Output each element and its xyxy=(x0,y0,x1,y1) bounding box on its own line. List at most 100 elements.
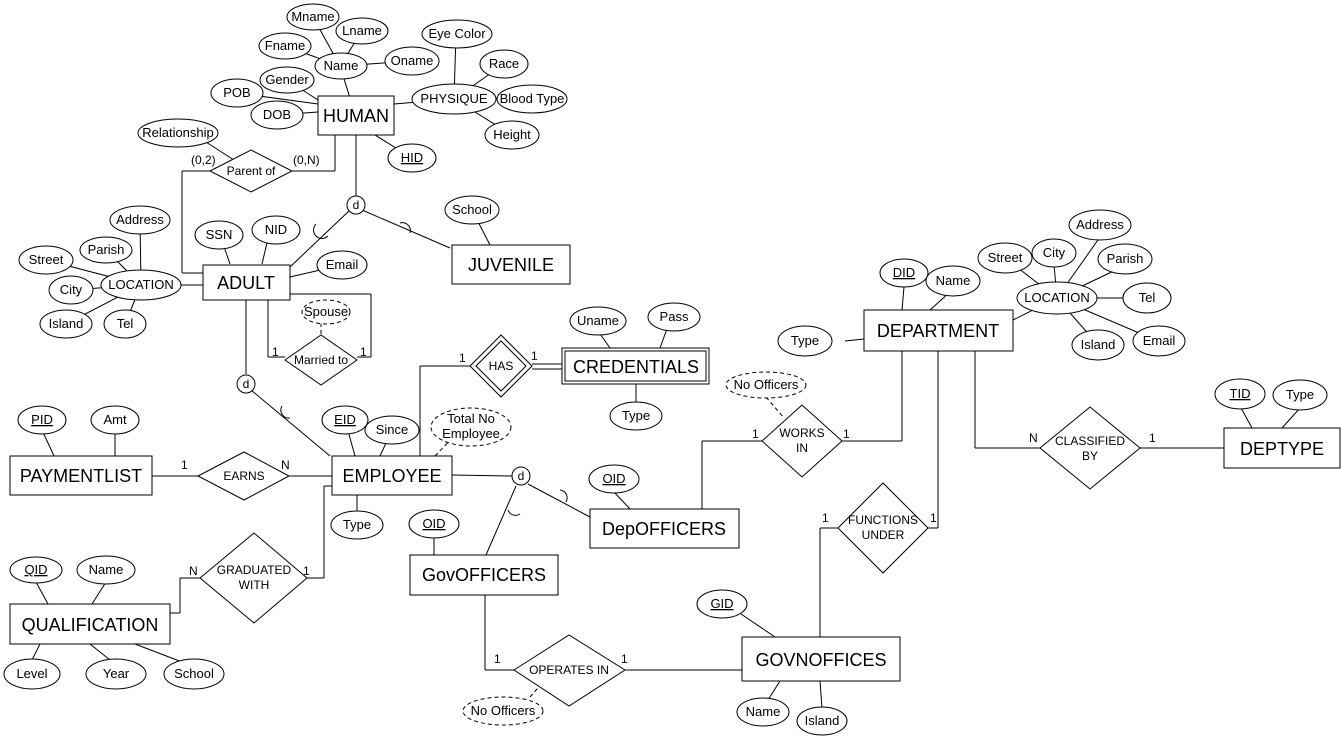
attr-since[interactable]: Since xyxy=(364,415,420,445)
entity-depofficers[interactable]: DepOFFICERS xyxy=(589,508,740,549)
cardinality-classified-left: N xyxy=(1029,431,1038,445)
relationship-parent-of[interactable]: Parent of xyxy=(208,149,294,193)
entity-juvenile[interactable]: JUVENILE xyxy=(451,244,571,285)
attr-gid[interactable]: GID xyxy=(696,589,748,619)
cardinality-parent-left: (0,2) xyxy=(191,153,216,167)
attr-amt[interactable]: Amt xyxy=(90,405,140,435)
attr-pid[interactable]: PID xyxy=(17,405,67,435)
attr-email-department[interactable]: Email xyxy=(1132,325,1186,357)
attr-tel-department[interactable]: Tel xyxy=(1122,282,1172,314)
specialization-human[interactable]: d xyxy=(346,195,366,215)
attr-relationship[interactable]: Relationship xyxy=(137,118,219,148)
attr-label: Email xyxy=(326,257,359,272)
attr-no-officers-operates-in[interactable]: No Officers xyxy=(462,696,544,726)
attr-name-govnoffices[interactable]: Name xyxy=(736,697,790,727)
attr-fname[interactable]: Fname xyxy=(258,32,312,60)
attr-location-department[interactable]: LOCATION xyxy=(1016,281,1098,315)
entity-credentials[interactable]: CREDENTIALS xyxy=(561,347,710,385)
attr-height[interactable]: Height xyxy=(484,120,540,150)
attr-type-department[interactable]: Type xyxy=(777,325,833,357)
relationship-married-to[interactable]: Married to xyxy=(284,334,358,386)
attr-parish-adult[interactable]: Parish xyxy=(79,236,133,264)
attr-gender[interactable]: Gender xyxy=(259,66,315,94)
entity-label: GOVNOFFICES xyxy=(755,650,886,670)
attr-label: Level xyxy=(16,666,47,681)
attr-email-adult[interactable]: Email xyxy=(316,250,368,280)
attr-tid[interactable]: TID xyxy=(1214,378,1266,410)
entity-department[interactable]: DEPARTMENT xyxy=(863,309,1014,352)
relationship-works-in[interactable]: WORKS IN xyxy=(761,404,843,478)
attr-tel-adult[interactable]: Tel xyxy=(103,309,147,339)
attr-no-officers-works-in[interactable]: No Officers xyxy=(725,371,807,399)
cardinality-married-left: 1 xyxy=(272,345,279,359)
specialization-adult[interactable]: d xyxy=(236,374,256,394)
entity-qualification[interactable]: QUALIFICATION xyxy=(9,603,171,645)
cardinality-works-left: 1 xyxy=(752,427,759,441)
attr-label: Fname xyxy=(265,38,305,53)
entity-adult[interactable]: ADULT xyxy=(202,264,291,301)
attr-pass[interactable]: Pass xyxy=(647,302,701,332)
attr-city-department[interactable]: City xyxy=(1031,238,1077,268)
attr-label: Name xyxy=(746,704,781,719)
attr-school-qualification[interactable]: School xyxy=(163,658,225,690)
relationship-functions-under[interactable]: FUNCTIONS UNDER xyxy=(837,482,929,574)
attr-island-adult[interactable]: Island xyxy=(39,309,93,339)
attr-uname[interactable]: Uname xyxy=(569,306,627,336)
relationship-has[interactable]: HAS xyxy=(469,334,533,398)
attr-ssn[interactable]: SSN xyxy=(194,220,244,250)
attr-oname[interactable]: Oname xyxy=(384,46,440,76)
attr-did[interactable]: DID xyxy=(879,258,929,288)
entity-paymentlist[interactable]: PAYMENTLIST xyxy=(9,455,153,496)
entity-govnoffices[interactable]: GOVNOFFICES xyxy=(741,636,901,682)
attr-spouse[interactable]: Spouse xyxy=(301,299,351,325)
attr-year[interactable]: Year xyxy=(85,658,147,690)
relationship-graduated-with[interactable]: GRADUATED WITH xyxy=(199,532,308,624)
attr-label: Parish xyxy=(1107,251,1144,266)
attr-island-department[interactable]: Island xyxy=(1071,329,1125,361)
attr-lname[interactable]: Lname xyxy=(335,17,389,45)
specialization-employee[interactable]: d xyxy=(511,466,531,486)
attr-oid-depofficers[interactable]: OID xyxy=(588,464,640,494)
attr-parish-department[interactable]: Parish xyxy=(1097,243,1153,275)
entity-label: CREDENTIALS xyxy=(573,357,699,377)
attr-street-adult[interactable]: Street xyxy=(18,245,74,275)
relationship-classified-by[interactable]: CLASSIFIED BY xyxy=(1039,406,1141,490)
attr-eid[interactable]: EID xyxy=(321,405,369,435)
attr-location-adult[interactable]: LOCATION xyxy=(100,269,182,301)
attr-physique[interactable]: PHYSIQUE xyxy=(411,83,497,115)
attr-school-juvenile[interactable]: School xyxy=(444,195,500,225)
attr-dob[interactable]: DOB xyxy=(250,100,304,130)
attr-oid-govofficers[interactable]: OID xyxy=(408,509,460,539)
attr-nid[interactable]: NID xyxy=(251,215,301,245)
attr-hid[interactable]: HID xyxy=(387,143,437,173)
attr-name-qualification[interactable]: Name xyxy=(76,555,136,585)
attr-eye-color[interactable]: Eye Color xyxy=(421,19,493,49)
attr-blood-type[interactable]: Blood Type xyxy=(496,84,568,114)
attr-race[interactable]: Race xyxy=(479,49,529,79)
relationship-operates-in[interactable]: OPERATES IN xyxy=(513,634,626,707)
attr-address-department[interactable]: Address xyxy=(1068,209,1132,241)
attr-island-govnoffices[interactable]: Island xyxy=(796,706,848,736)
relationship-earns[interactable]: EARNS xyxy=(196,451,291,501)
attr-level[interactable]: Level xyxy=(3,658,61,690)
attr-label: Type xyxy=(622,408,650,423)
attr-type-employee[interactable]: Type xyxy=(330,510,384,540)
attr-city-adult[interactable]: City xyxy=(48,275,94,305)
attr-street-department[interactable]: Street xyxy=(977,242,1033,274)
attr-qid[interactable]: QID xyxy=(9,556,63,584)
entity-deptype[interactable]: DEPTYPE xyxy=(1223,427,1341,469)
entity-employee[interactable]: EMPLOYEE xyxy=(331,455,453,496)
attr-type-deptype[interactable]: Type xyxy=(1272,379,1328,411)
attr-mname[interactable]: Mname xyxy=(286,3,340,31)
attr-name[interactable]: Name xyxy=(314,52,368,80)
entity-govofficers[interactable]: GovOFFICERS xyxy=(409,554,559,596)
attr-label-line2: Employee xyxy=(442,426,500,441)
entity-human[interactable]: HUMAN xyxy=(317,95,395,136)
attr-type-credentials[interactable]: Type xyxy=(609,401,663,431)
attr-name-department[interactable]: Name xyxy=(925,265,981,297)
entity-label: DepOFFICERS xyxy=(602,519,726,539)
attr-pob[interactable]: POB xyxy=(210,78,264,108)
attr-address-adult[interactable]: Address xyxy=(109,205,171,235)
